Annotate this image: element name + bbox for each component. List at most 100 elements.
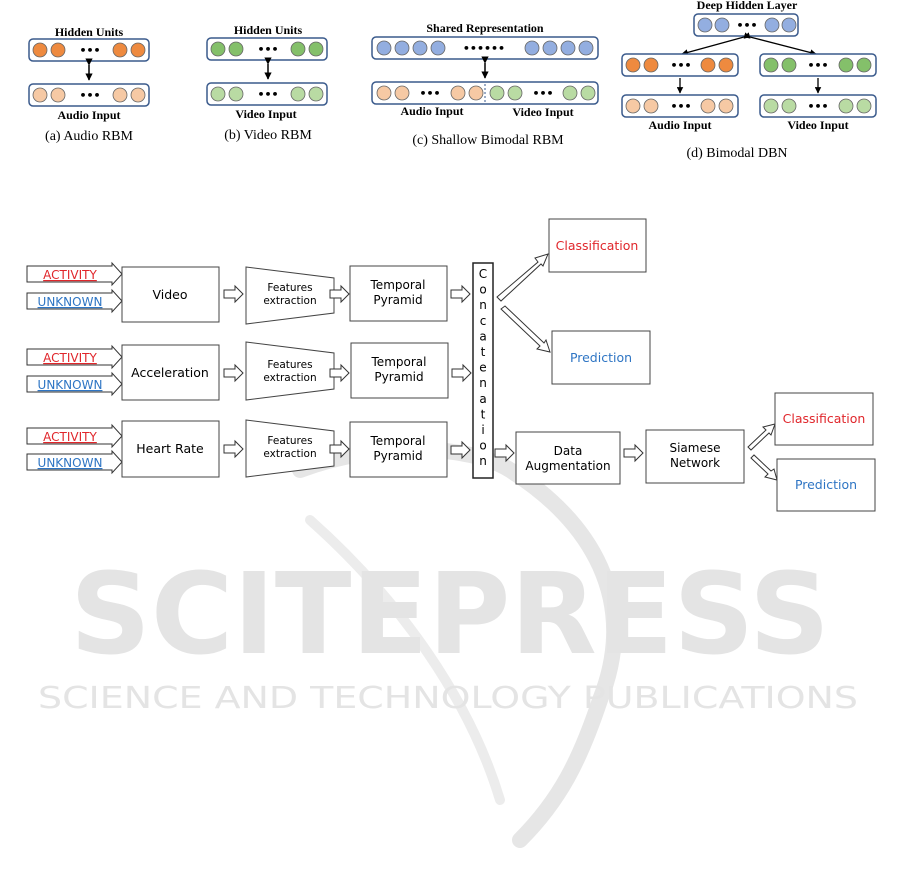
dbn-left-label: Audio Input xyxy=(648,118,711,132)
activity-label: ACTIVITY xyxy=(43,430,97,444)
svg-text:extraction: extraction xyxy=(263,448,316,460)
activity-arrow xyxy=(26,423,123,449)
unknown-label: UNKNOWN xyxy=(38,378,103,392)
video-rbm-bottom-label: Video Input xyxy=(235,107,296,121)
bimodal-dbn-panel: Deep Hidden Layer ••• ••• ••• xyxy=(621,0,877,161)
shallow-bimodal-panel: Shared Representation •••••• ••• ••• xyxy=(371,21,599,148)
concat-letter: o xyxy=(479,439,486,453)
shallow-caption: (c) Shallow Bimodal RBM xyxy=(412,133,564,148)
dbn-video-input-layer: ••• xyxy=(759,94,877,118)
branch-arrow-up-2 xyxy=(747,423,776,451)
video-rbm-top-label: Hidden Units xyxy=(234,23,303,37)
svg-text:Siamese: Siamese xyxy=(669,441,720,455)
unknown-arrow xyxy=(26,371,123,397)
source-label: Acceleration xyxy=(131,365,209,380)
concat-letter: c xyxy=(480,314,487,328)
data-augmentation-box xyxy=(515,431,621,485)
concat-letter: e xyxy=(479,361,486,375)
watermark-subtitle: SCIENCE AND TECHNOLOGY PUBLICATIONS xyxy=(38,681,858,716)
features-trapezoid xyxy=(245,419,335,478)
unknown-arrow xyxy=(26,449,123,475)
svg-text:Features: Features xyxy=(267,435,312,447)
flow-arrow xyxy=(494,443,515,463)
svg-text:•••: ••• xyxy=(807,59,828,72)
activity-label: ACTIVITY xyxy=(43,268,97,282)
branch-arrow-down xyxy=(500,305,551,353)
unknown-label: UNKNOWN xyxy=(38,456,103,470)
svg-text:•••: ••• xyxy=(532,87,553,100)
dbn-caption: (d) Bimodal DBN xyxy=(686,146,787,161)
concat-letter: i xyxy=(481,423,484,437)
watermark: SCITEPRESS SCIENCE AND TECHNOLOGY PUBLIC… xyxy=(38,441,858,848)
audio-rbm-caption: (a) Audio RBM xyxy=(45,129,133,144)
deep-hidden-layer: ••• xyxy=(693,13,799,37)
features-trapezoid xyxy=(245,341,335,401)
svg-text:Features: Features xyxy=(267,282,312,294)
prediction-label-top: Prediction xyxy=(570,350,632,365)
concat-letter: n xyxy=(479,454,487,468)
svg-text:Pyramid: Pyramid xyxy=(373,449,422,463)
svg-text:extraction: extraction xyxy=(263,295,316,307)
branch-arrow-up xyxy=(496,253,549,302)
audio-rbm-panel: Hidden Units ••• ••• Audio Input (a) Aud… xyxy=(28,25,150,144)
temporal-pyramid-box xyxy=(350,342,449,399)
svg-text:Data: Data xyxy=(554,444,583,458)
svg-text:Network: Network xyxy=(670,456,720,470)
flow-arrow xyxy=(623,443,644,463)
shared-layer: •••••• xyxy=(371,36,599,60)
pipeline-diagram: ACTIVITY UNKNOWN Video Features extracti… xyxy=(26,218,876,512)
shallow-right-label: Video Input xyxy=(512,105,573,119)
dbn-right-label: Video Input xyxy=(787,118,848,132)
concat-letter: a xyxy=(479,329,486,343)
audio-hidden-layer: ••• xyxy=(28,38,150,62)
dbn-audio-hidden-layer: ••• xyxy=(621,53,739,77)
svg-text:Temporal: Temporal xyxy=(370,434,426,448)
svg-text:•••: ••• xyxy=(257,88,278,101)
flow-arrow xyxy=(223,363,244,383)
svg-text:•••: ••• xyxy=(79,89,100,102)
classification-label-top: Classification xyxy=(556,238,639,253)
flow-arrow xyxy=(329,363,350,383)
video-hidden-layer: ••• xyxy=(206,37,328,61)
row-acceleration: ACTIVITY UNKNOWN Acceleration Features e… xyxy=(26,341,472,401)
source-box xyxy=(121,344,220,401)
row-video: ACTIVITY UNKNOWN Video Features extracti… xyxy=(26,261,471,325)
flow-arrow xyxy=(450,440,471,460)
svg-text:•••: ••• xyxy=(257,43,278,56)
concat-letter: t xyxy=(481,407,486,421)
svg-text:Pyramid: Pyramid xyxy=(373,293,422,307)
dbn-audio-input-layer: ••• xyxy=(621,94,739,118)
temporal-pyramid-box xyxy=(349,421,448,478)
source-box xyxy=(121,420,220,478)
activity-arrow xyxy=(26,344,123,370)
activity-label: ACTIVITY xyxy=(43,351,97,365)
svg-text:Augmentation: Augmentation xyxy=(525,459,610,473)
branch-arrow-down-2 xyxy=(750,454,778,481)
row-heart-rate: ACTIVITY UNKNOWN Heart Rate Features ext… xyxy=(26,419,471,478)
shallow-left-label: Audio Input xyxy=(400,104,463,118)
svg-text:Temporal: Temporal xyxy=(371,355,427,369)
svg-text:•••: ••• xyxy=(670,100,691,113)
classification-label-bottom: Classification xyxy=(783,411,866,426)
temporal-pyramid-box xyxy=(349,265,448,322)
svg-text:•••: ••• xyxy=(670,59,691,72)
svg-text:extraction: extraction xyxy=(263,372,316,384)
flow-arrow xyxy=(329,439,350,459)
audio-input-layer: ••• xyxy=(28,83,150,107)
video-input-layer: ••• xyxy=(206,82,328,106)
audio-rbm-top-label: Hidden Units xyxy=(55,25,124,39)
features-trapezoid xyxy=(245,266,335,325)
concat-letter: o xyxy=(479,283,486,297)
concat-letter: n xyxy=(479,376,487,390)
svg-text:•••: ••• xyxy=(79,44,100,57)
svg-text:Pyramid: Pyramid xyxy=(374,370,423,384)
prediction-label-bottom: Prediction xyxy=(795,477,857,492)
unknown-label: UNKNOWN xyxy=(38,295,103,309)
classification-box-bottom xyxy=(774,392,874,446)
concat-letter: n xyxy=(479,298,487,312)
watermark-swoosh-inner xyxy=(305,515,505,805)
siamese-network-box xyxy=(645,429,745,484)
concat-letter: a xyxy=(479,392,486,406)
